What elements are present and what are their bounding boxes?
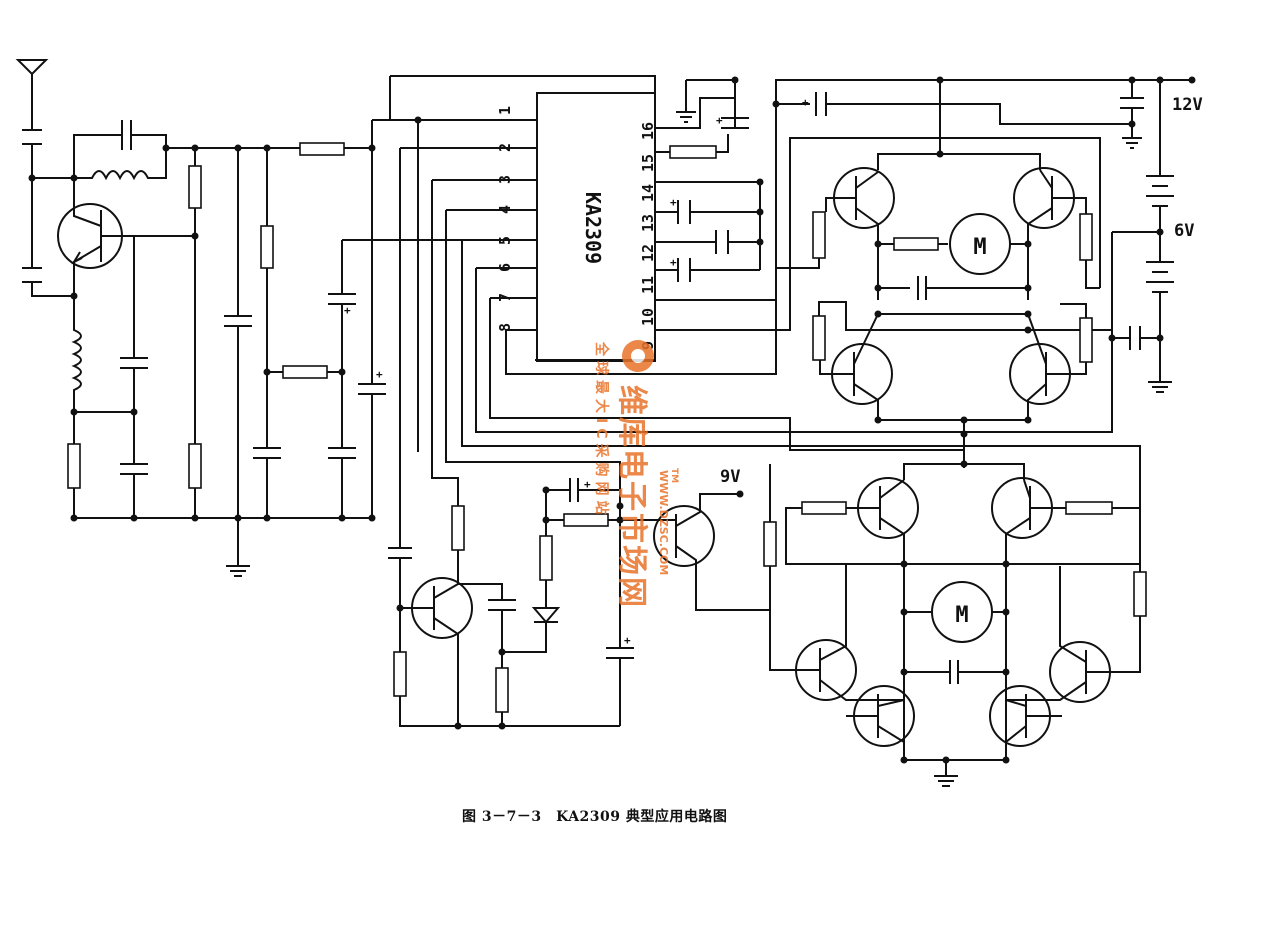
svg-text:+: + [802,96,809,109]
label-12v: 12V [1172,95,1203,115]
svg-text:+: + [344,304,351,317]
h-bridge-top: M 12V 6V [772,76,1203,468]
svg-text:14: 14 [639,184,657,202]
watermark-tm: TM [669,468,679,483]
svg-text:+: + [584,478,591,491]
svg-text:+: + [670,196,677,209]
circuit-schematic: KA2309 1 2 3 4 5 6 7 8 16 15 14 13 12 11… [15,59,1203,787]
watermark: 维库电子市场网 全球最大IC采购网站 WWW.DZSC.COM TM [593,340,679,609]
svg-text:10: 10 [639,308,657,326]
svg-text:+: + [624,634,631,647]
svg-text:+: + [670,256,677,269]
rf-front-end [15,59,512,577]
ic-name: KA2309 [581,192,605,264]
svg-text:15: 15 [639,154,657,172]
ic-ka2309: KA2309 1 2 3 4 5 6 7 8 16 15 14 13 12 11… [388,75,1160,572]
svg-text:+: + [716,114,723,127]
svg-text:16: 16 [639,122,657,140]
watermark-brand: 维库电子市场网 [614,385,649,609]
lower-center-circuit: 9V [393,467,770,730]
svg-text:11: 11 [639,276,657,294]
svg-text:13: 13 [639,214,657,232]
motor-label-top: M [973,235,986,260]
polarity-marks: + + + + + + + + [344,96,809,647]
h-bridge-bottom: M [763,463,1147,787]
svg-text:12: 12 [639,244,657,262]
junction-dots-bottom [900,560,1010,764]
motor-icon [949,213,1011,275]
label-6v: 6V [1174,221,1194,241]
svg-text:1: 1 [496,106,514,115]
svg-text:+: + [376,368,383,381]
figure-caption: 图 3－7－3 KA2309 典型应用电路图 [462,809,728,825]
svg-text:8: 8 [496,323,514,332]
junction-dots-rf [28,144,376,522]
watermark-url: WWW.DZSC.COM [657,470,670,575]
antenna-icon [15,59,49,130]
watermark-slogan: 全球最大IC采购网站 [593,341,610,519]
motor-label-bottom: M [955,603,968,628]
label-9v: 9V [720,467,740,487]
junction-dots-top [772,76,1196,468]
